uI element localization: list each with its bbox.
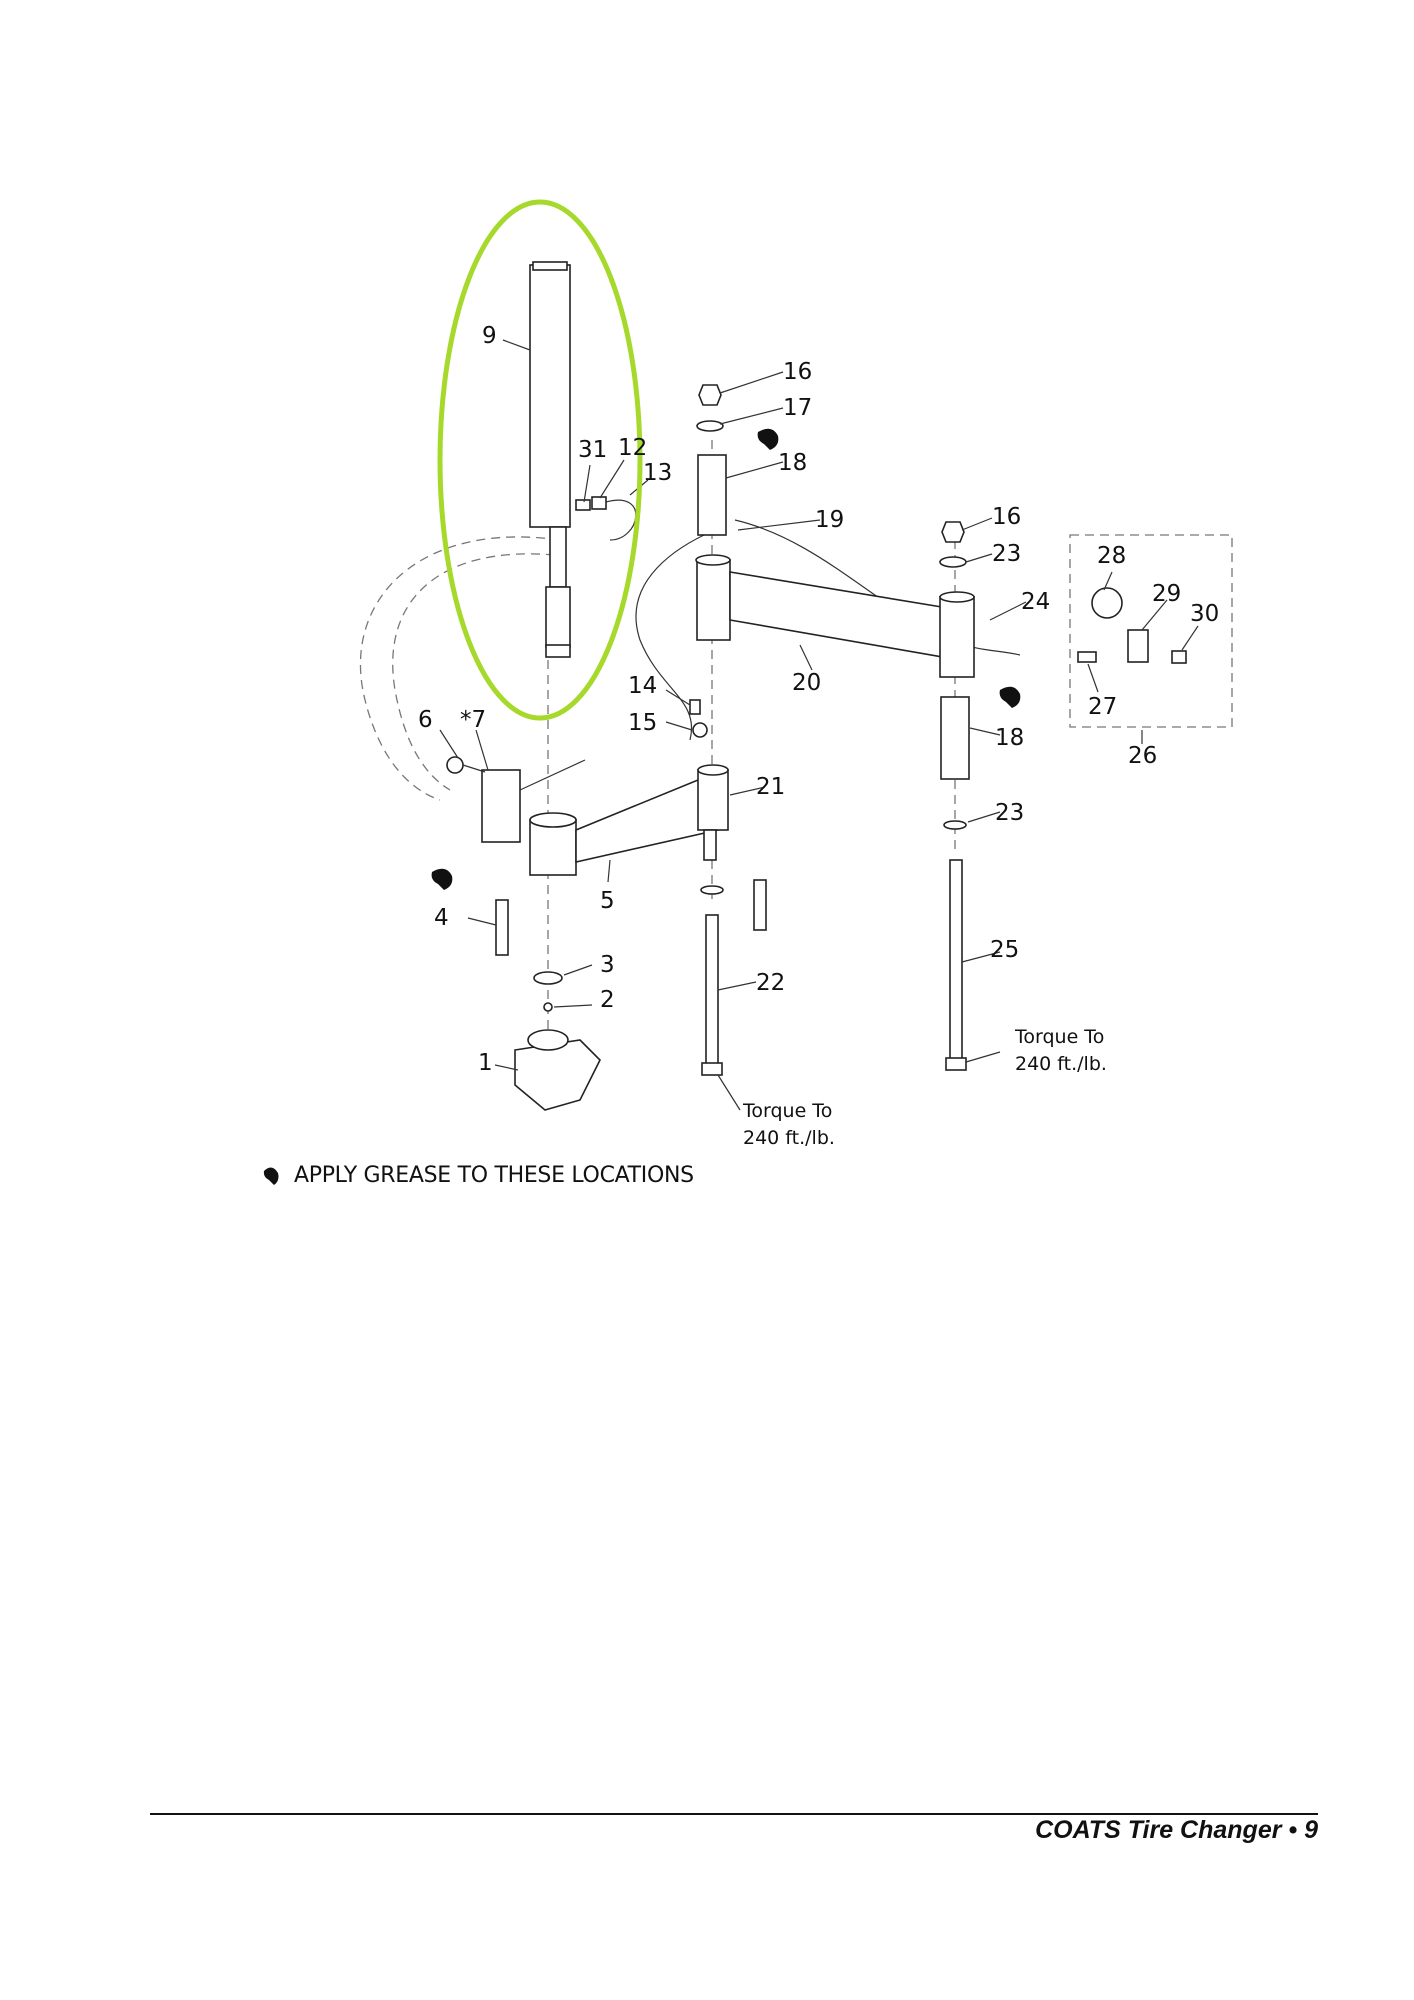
part-17-washer bbox=[696, 420, 724, 432]
torque-note-left-line1: Torque To bbox=[742, 1100, 832, 1122]
callout-4: 4 bbox=[434, 905, 449, 931]
callout-15: 15 bbox=[628, 710, 657, 736]
part-22-bolt bbox=[705, 914, 719, 1066]
callout-31: 31 bbox=[578, 437, 607, 463]
part-23-washer bbox=[939, 556, 967, 568]
callout-23-lower: 23 bbox=[995, 800, 1024, 826]
callout-21: 21 bbox=[756, 774, 785, 800]
callout-27: 27 bbox=[1088, 694, 1117, 720]
grease-drop-icon bbox=[431, 868, 453, 890]
callout-25: 25 bbox=[990, 937, 1019, 963]
callout-17: 17 bbox=[783, 395, 812, 421]
footer-rule bbox=[150, 1813, 1318, 1815]
callout-22: 22 bbox=[756, 970, 785, 996]
part-9-cylinder bbox=[529, 261, 571, 658]
part-25-bolt-head bbox=[945, 1057, 967, 1071]
callout-14: 14 bbox=[628, 673, 657, 699]
callout-16-right: 16 bbox=[992, 504, 1021, 530]
leader-lines bbox=[439, 339, 1199, 1111]
part-30-fitting bbox=[1171, 650, 1187, 664]
callout-5: 5 bbox=[600, 888, 615, 914]
callout-18-upper: 18 bbox=[778, 450, 807, 476]
parts-31-12-13-fittings bbox=[575, 496, 637, 541]
part-23-washer bbox=[943, 820, 967, 830]
callout-12: 12 bbox=[618, 435, 647, 461]
part-1-base-bracket bbox=[514, 1029, 601, 1111]
callout-29: 29 bbox=[1152, 581, 1181, 607]
part-27-nipple bbox=[1077, 651, 1097, 663]
part-25-bolt bbox=[949, 859, 963, 1061]
callout-2: 2 bbox=[600, 987, 615, 1013]
part-7-valve-block bbox=[446, 756, 586, 843]
legend-text: APPLY GREASE TO THESE LOCATIONS bbox=[294, 1163, 694, 1188]
callout-20: 20 bbox=[792, 670, 821, 696]
callout-1: 1 bbox=[478, 1050, 493, 1076]
torque-note-right-line1: Torque To bbox=[1014, 1026, 1104, 1048]
callout-24: 24 bbox=[1021, 589, 1050, 615]
grease-drop-icon bbox=[999, 686, 1021, 708]
callout-6: 6 bbox=[418, 707, 433, 733]
callout-9: 9 bbox=[482, 323, 497, 349]
grease-drop-icon bbox=[757, 428, 779, 450]
callout-23-upper: 23 bbox=[992, 541, 1021, 567]
part-28-gauge bbox=[1091, 587, 1123, 619]
part-16-nut bbox=[698, 384, 722, 406]
part-14-fitting bbox=[689, 699, 701, 715]
callout-19: 19 bbox=[815, 507, 844, 533]
part-3-ring bbox=[533, 971, 563, 985]
part-21-lower-arm bbox=[529, 764, 729, 876]
washer bbox=[700, 885, 724, 895]
pin bbox=[753, 879, 767, 931]
page-footer: COATS Tire Changer • 9 bbox=[1035, 1816, 1318, 1844]
callout-18-lower: 18 bbox=[995, 725, 1024, 751]
part-4-pin bbox=[495, 899, 509, 956]
part-20-upper-arm bbox=[695, 554, 975, 678]
part-18-shaft-lower bbox=[940, 696, 970, 780]
callout-28: 28 bbox=[1097, 543, 1126, 569]
part-29-regulator bbox=[1127, 629, 1149, 663]
part-16-nut bbox=[941, 521, 965, 543]
part-18-shaft-upper bbox=[697, 454, 727, 536]
callout-7: *7 bbox=[460, 707, 486, 733]
torque-note-left-line2: 240 ft./lb. bbox=[743, 1127, 835, 1149]
part-15-fitting bbox=[692, 722, 708, 738]
callout-26: 26 bbox=[1128, 743, 1157, 769]
highlight-ellipse bbox=[437, 199, 643, 721]
callout-3: 3 bbox=[600, 952, 615, 978]
grease-legend: APPLY GREASE TO THESE LOCATIONS bbox=[262, 1163, 694, 1188]
torque-note-right-line2: 240 ft./lb. bbox=[1015, 1053, 1107, 1075]
callout-30: 30 bbox=[1190, 601, 1219, 627]
callout-16-upper: 16 bbox=[783, 359, 812, 385]
grease-markers bbox=[431, 428, 1021, 890]
part-22-bolt-head bbox=[701, 1062, 723, 1076]
grease-drop-icon bbox=[263, 1166, 279, 1185]
part-2-ball bbox=[543, 1002, 553, 1012]
callout-13: 13 bbox=[643, 460, 672, 486]
